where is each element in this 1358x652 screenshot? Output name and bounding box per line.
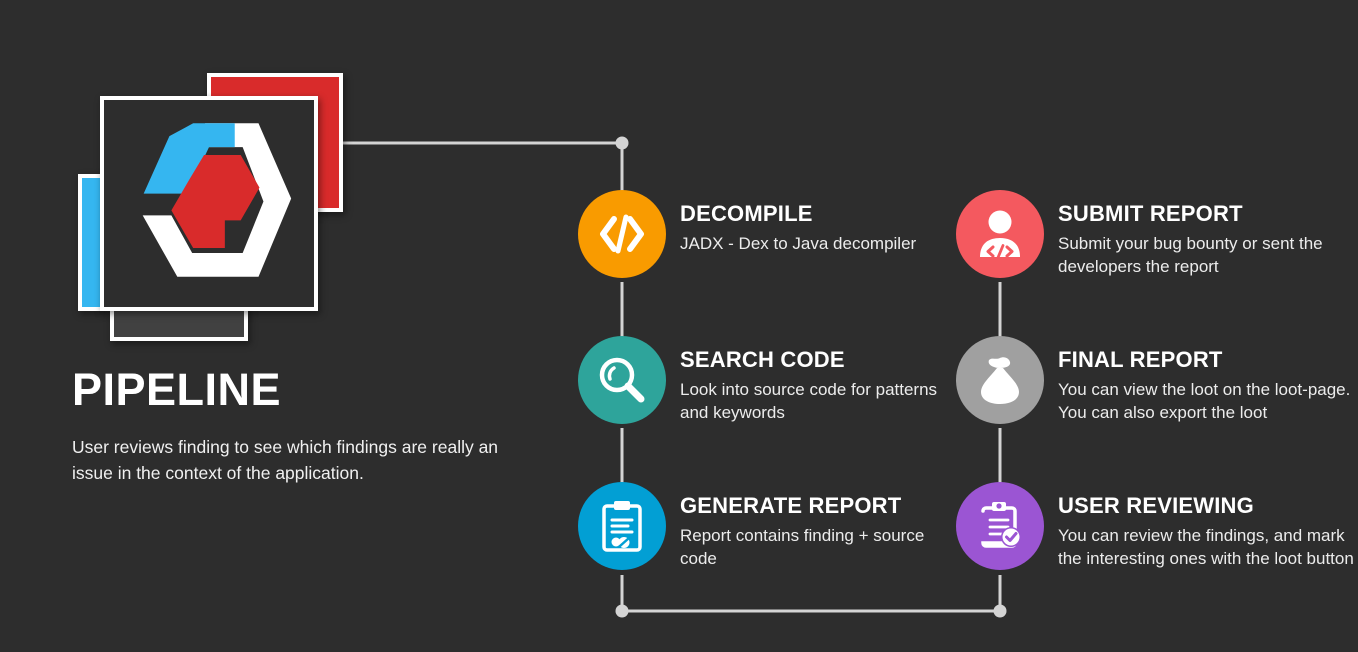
step-decompile-description: JADX - Dex to Java decompiler [680,234,917,254]
step-decompile-icon-circle[interactable] [578,190,666,278]
pipeline-hexagon-logo-icon [142,123,292,277]
clipboard-chart-icon [602,501,642,552]
step-final-report-title: FINAL REPORT [1058,347,1223,372]
step-final-report[interactable]: FINAL REPORT You can view the loot on th… [956,336,1356,482]
step-search-code-description: Look into source code for patterns and k… [680,380,938,422]
developer-person-code-icon [980,210,1020,259]
step-user-reviewing[interactable]: USER REVIEWING You can review the findin… [956,482,1356,628]
step-submit-report-icon-circle[interactable] [956,190,1044,278]
step-search-code-title: SEARCH CODE [680,347,845,372]
step-generate-report-icon-circle[interactable] [578,482,666,570]
step-search-code-body: SEARCH CODE Look into source code for pa… [680,347,948,424]
step-final-report-description: You can view the loot on the loot-page. … [1058,380,1351,422]
page-title: PIPELINE [72,364,282,415]
step-final-report-icon-circle[interactable] [956,336,1044,424]
loot-bag-icon [981,357,1019,404]
logo-card-stack [0,0,420,360]
step-search-code-icon-circle[interactable] [578,336,666,424]
step-user-reviewing-body: USER REVIEWING You can review the findin… [1058,493,1356,570]
step-final-report-body: FINAL REPORT You can view the loot on th… [1058,347,1356,424]
connector-dot-top [615,136,629,150]
step-search-code[interactable]: SEARCH CODE Look into source code for pa… [578,336,948,482]
pipeline-column-left: DECOMPILE JADX - Dex to Java decompiler … [578,190,948,628]
headline-block: PIPELINE User reviews finding to see whi… [72,366,542,486]
step-user-reviewing-icon-circle[interactable] [956,482,1044,570]
step-generate-report[interactable]: GENERATE REPORT Report contains finding … [578,482,948,628]
step-generate-report-description: Report contains finding + source code [680,526,925,568]
magnifier-icon [599,357,645,403]
step-user-reviewing-description: You can review the findings, and mark th… [1058,526,1354,568]
step-user-reviewing-title: USER REVIEWING [1058,493,1254,518]
step-decompile-body: DECOMPILE JADX - Dex to Java decompiler [680,201,948,256]
step-submit-report-body: SUBMIT REPORT Submit your bug bounty or … [1058,201,1356,278]
clipboard-check-icon [981,502,1021,548]
step-generate-report-body: GENERATE REPORT Report contains finding … [680,493,948,570]
step-decompile[interactable]: DECOMPILE JADX - Dex to Java decompiler [578,190,948,336]
step-submit-report-title: SUBMIT REPORT [1058,201,1243,226]
step-generate-report-title: GENERATE REPORT [680,493,902,518]
code-brackets-icon [600,214,644,254]
pipeline-column-right: SUBMIT REPORT Submit your bug bounty or … [956,190,1356,628]
step-submit-report[interactable]: SUBMIT REPORT Submit your bug bounty or … [956,190,1356,336]
page-description: User reviews finding to see which findin… [72,437,499,483]
step-decompile-title: DECOMPILE [680,201,813,226]
step-submit-report-description: Submit your bug bounty or sent the devel… [1058,234,1323,276]
